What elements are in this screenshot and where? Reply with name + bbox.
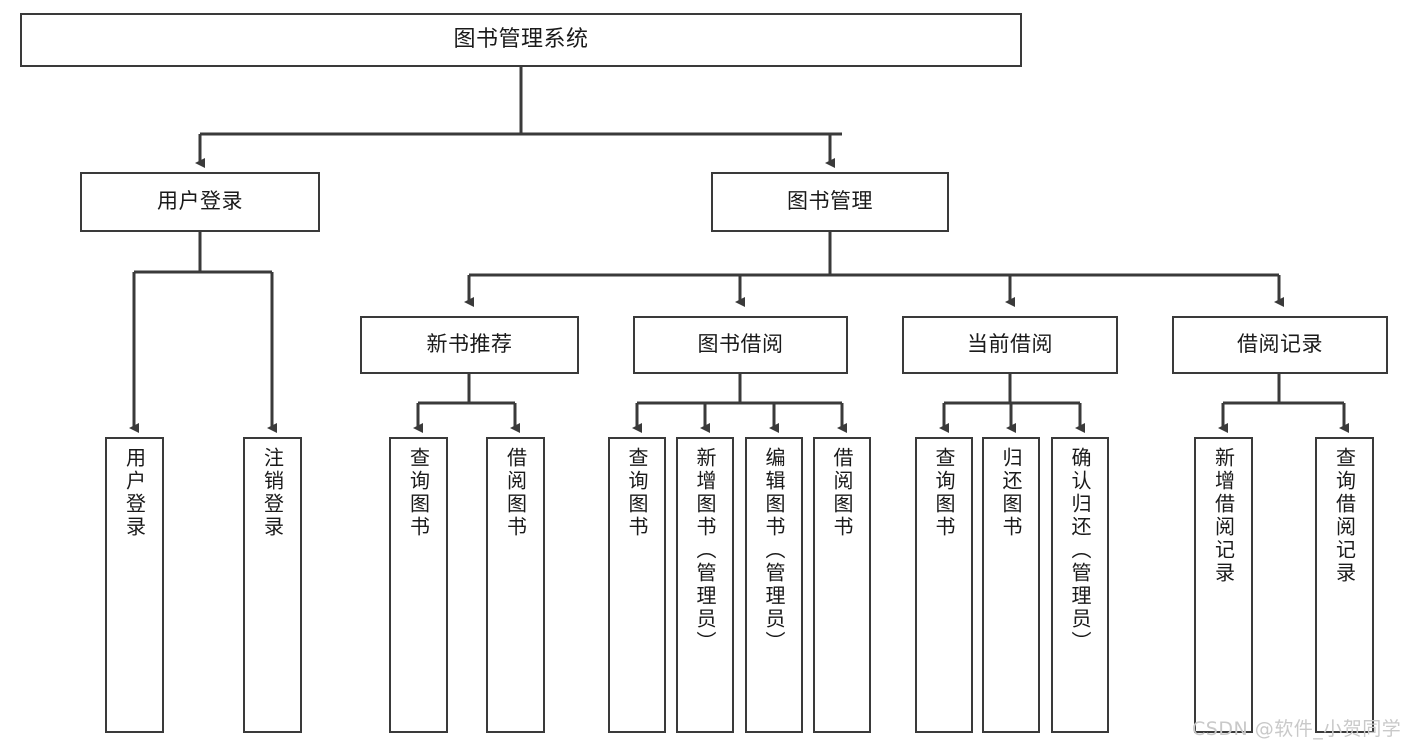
- node-label: 新增借阅记录: [1211, 447, 1236, 585]
- node-book-borrow[interactable]: 图书借阅: [633, 316, 848, 374]
- node-label: 用户登录: [122, 447, 147, 539]
- node-label: 查询图书: [406, 447, 431, 539]
- leaf-return-book[interactable]: 归还图书: [982, 437, 1040, 733]
- node-label: 用户登录: [157, 189, 243, 214]
- node-label: 注销登录: [260, 447, 285, 539]
- leaf-user-login[interactable]: 用户登录: [105, 437, 164, 733]
- leaf-edit-book[interactable]: 编辑图书（管理员）: [745, 437, 803, 733]
- node-root-book-management-system[interactable]: 图书管理系统: [20, 13, 1022, 67]
- leaf-borrow-book[interactable]: 借阅图书: [813, 437, 871, 733]
- leaf-query-book-recommend[interactable]: 查询图书: [389, 437, 448, 733]
- node-label: 当前借阅: [967, 332, 1053, 357]
- leaf-logout[interactable]: 注销登录: [243, 437, 302, 733]
- node-borrow-record[interactable]: 借阅记录: [1172, 316, 1388, 374]
- node-label: 查询借阅记录: [1332, 447, 1357, 585]
- node-label: 借阅记录: [1237, 332, 1323, 357]
- node-label: 确认归还（管理员）: [1068, 447, 1092, 654]
- node-label: 查询图书: [932, 447, 956, 539]
- node-label: 编辑图书（管理员）: [762, 447, 786, 654]
- leaf-query-book-borrow[interactable]: 查询图书: [608, 437, 666, 733]
- node-label: 新增图书（管理员）: [693, 447, 717, 654]
- node-label: 新书推荐: [426, 332, 513, 357]
- csdn-watermark: CSDN @软件_小贺同学: [1192, 718, 1402, 740]
- node-label: 图书管理系统: [453, 26, 589, 52]
- node-label: 借阅图书: [503, 447, 528, 539]
- leaf-query-borrow-record[interactable]: 查询借阅记录: [1315, 437, 1374, 733]
- node-label: 归还图书: [999, 447, 1023, 539]
- node-book-management[interactable]: 图书管理: [711, 172, 949, 232]
- node-label: 图书借阅: [697, 332, 784, 357]
- node-label: 图书管理: [787, 189, 873, 214]
- node-new-book-recommend[interactable]: 新书推荐: [360, 316, 579, 374]
- node-label: 借阅图书: [830, 447, 854, 539]
- leaf-confirm-return[interactable]: 确认归还（管理员）: [1051, 437, 1109, 733]
- leaf-borrow-book-recommend[interactable]: 借阅图书: [486, 437, 545, 733]
- node-current-borrow[interactable]: 当前借阅: [902, 316, 1118, 374]
- node-user-login[interactable]: 用户登录: [80, 172, 320, 232]
- leaf-add-borrow-record[interactable]: 新增借阅记录: [1194, 437, 1253, 733]
- leaf-add-book[interactable]: 新增图书（管理员）: [676, 437, 734, 733]
- node-label: 查询图书: [625, 447, 649, 539]
- leaf-query-book-current[interactable]: 查询图书: [915, 437, 973, 733]
